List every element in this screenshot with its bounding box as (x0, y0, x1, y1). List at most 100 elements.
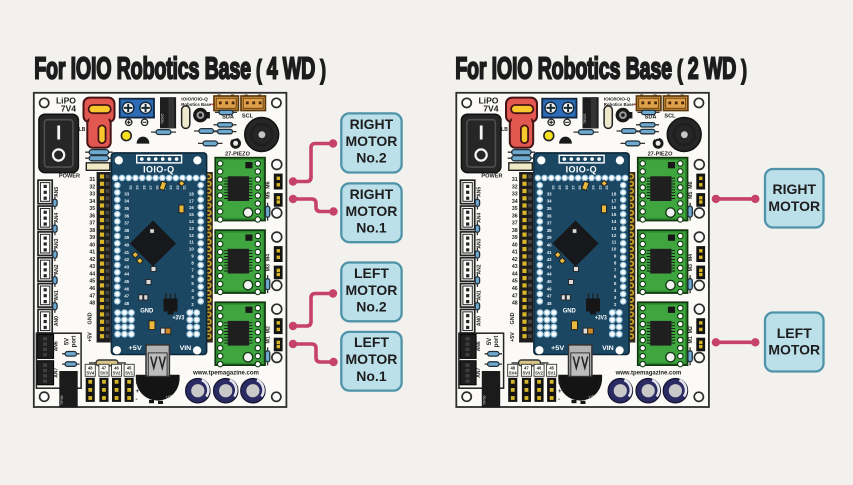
svg-text:9: 9 (191, 254, 194, 259)
svg-text:47: 47 (102, 365, 107, 370)
svg-text:38: 38 (89, 228, 95, 234)
svg-text:42: 42 (89, 257, 95, 263)
svg-text:AN3: AN3 (54, 238, 60, 248)
svg-text:port: port (72, 336, 78, 348)
svg-text:29: 29 (135, 185, 140, 190)
svg-text:48: 48 (88, 365, 93, 370)
svg-text:AN4: AN4 (54, 213, 60, 223)
svg-text:-: - (136, 397, 138, 403)
svg-text:MOTOR: MOTOR (768, 198, 820, 214)
svg-text:33: 33 (89, 192, 95, 198)
svg-text:13: 13 (189, 226, 194, 231)
svg-text:47: 47 (89, 293, 95, 299)
svg-text:8: 8 (191, 260, 194, 265)
svg-text:M3 M4: M3 M4 (265, 254, 271, 271)
svg-text:6: 6 (191, 274, 194, 279)
svg-text:46: 46 (89, 286, 95, 292)
svg-text:48: 48 (124, 301, 129, 306)
svg-text:5: 5 (191, 281, 194, 286)
svg-text:www.tpemagazine.com: www.tpemagazine.com (192, 371, 259, 377)
svg-text:40: 40 (124, 243, 129, 248)
svg-text:45: 45 (89, 279, 95, 285)
svg-text:RIGHT: RIGHT (350, 116, 394, 132)
svg-text:28: 28 (141, 185, 146, 190)
svg-text:33: 33 (124, 191, 129, 196)
svg-text:37: 37 (89, 221, 95, 227)
svg-text:26: 26 (155, 185, 160, 190)
svg-text:LEFT: LEFT (354, 334, 389, 350)
svg-text:7V4: 7V4 (61, 103, 77, 113)
svg-text:43: 43 (124, 264, 129, 269)
svg-text:MOTOR: MOTOR (346, 351, 398, 367)
svg-text:45: 45 (124, 279, 129, 284)
svg-text:38: 38 (124, 228, 129, 233)
svg-text:17: 17 (189, 198, 194, 203)
svg-text:47: 47 (124, 294, 129, 299)
svg-text:42: 42 (124, 257, 129, 262)
svg-text:10: 10 (189, 247, 194, 252)
svg-text:LB: LB (79, 127, 86, 133)
svg-text:AN7: AN7 (54, 367, 60, 377)
svg-text:31: 31 (89, 177, 95, 183)
svg-text:S: S (136, 380, 140, 386)
svg-text:48: 48 (89, 301, 95, 307)
svg-text:22: 22 (182, 185, 187, 190)
svg-text:SV3: SV3 (100, 371, 108, 376)
svg-text:LEFT: LEFT (354, 265, 389, 281)
svg-text:18: 18 (189, 191, 194, 196)
svg-text:SV4: SV4 (86, 371, 94, 376)
svg-text:30: 30 (128, 185, 133, 189)
svg-text:MOTOR: MOTOR (346, 133, 398, 149)
svg-text:AN5: AN5 (54, 187, 60, 197)
svg-text:7: 7 (191, 267, 194, 272)
svg-text:SV2: SV2 (113, 371, 121, 376)
svg-text:24: 24 (168, 185, 173, 190)
svg-text:41: 41 (89, 250, 95, 256)
svg-text:M5 M6: M5 M6 (265, 181, 271, 198)
svg-text:11: 11 (189, 240, 194, 245)
svg-text:MOTOR: MOTOR (346, 203, 398, 219)
svg-text:39: 39 (124, 235, 129, 240)
svg-text:POWER: POWER (59, 173, 80, 179)
svg-text:36: 36 (89, 213, 95, 219)
svg-text:44: 44 (89, 272, 95, 278)
svg-text:27-PIEZO: 27-PIEZO (225, 152, 251, 158)
svg-text:SDA: SDA (222, 114, 234, 120)
svg-text:For IOIO Robotics Base ( 2 WD: For IOIO Robotics Base ( 2 WD ) (455, 50, 747, 86)
svg-text:4: 4 (191, 288, 194, 293)
svg-text:AN2: AN2 (54, 264, 60, 274)
svg-text:14: 14 (189, 219, 194, 224)
svg-text:36: 36 (124, 213, 129, 218)
svg-text:35: 35 (89, 206, 95, 212)
svg-text:+3V3: +3V3 (173, 315, 185, 322)
svg-text:AN0: AN0 (54, 316, 60, 326)
svg-text:43: 43 (89, 264, 95, 270)
svg-text:SV1: SV1 (125, 371, 133, 376)
svg-text:LiPO: LiPO (56, 95, 76, 105)
svg-text:40: 40 (89, 242, 95, 248)
svg-text:No.2: No.2 (356, 298, 387, 314)
svg-text:GND: GND (87, 312, 93, 324)
svg-text:For IOIO Robotics Base ( 4 WD: For IOIO Robotics Base ( 4 WD ) (34, 50, 326, 86)
svg-text:78S05: 78S05 (161, 114, 165, 124)
svg-text:32: 32 (89, 184, 95, 190)
svg-text:+: + (136, 389, 140, 395)
svg-text:16: 16 (189, 205, 194, 210)
svg-text:5V: 5V (65, 338, 71, 345)
svg-text:46: 46 (124, 286, 129, 291)
svg-text:IOIO-Q: IOIO-Q (143, 164, 174, 174)
svg-text:No.2: No.2 (356, 150, 387, 166)
svg-text:+5V: +5V (87, 332, 93, 342)
svg-text:46: 46 (114, 365, 119, 370)
svg-text:110M: 110M (165, 393, 176, 400)
svg-text:45: 45 (127, 365, 132, 370)
svg-text:Robotics Base: Robotics Base (181, 102, 211, 107)
svg-text:12: 12 (189, 233, 194, 238)
svg-text:34: 34 (89, 199, 95, 205)
svg-text:IOIO/IOIO-Q: IOIO/IOIO-Q (181, 96, 208, 101)
svg-text:41: 41 (124, 250, 129, 255)
svg-text:44: 44 (124, 272, 129, 277)
svg-text:3: 3 (191, 295, 194, 300)
svg-text:34: 34 (124, 199, 129, 204)
svg-text:RIGHT: RIGHT (350, 186, 394, 202)
